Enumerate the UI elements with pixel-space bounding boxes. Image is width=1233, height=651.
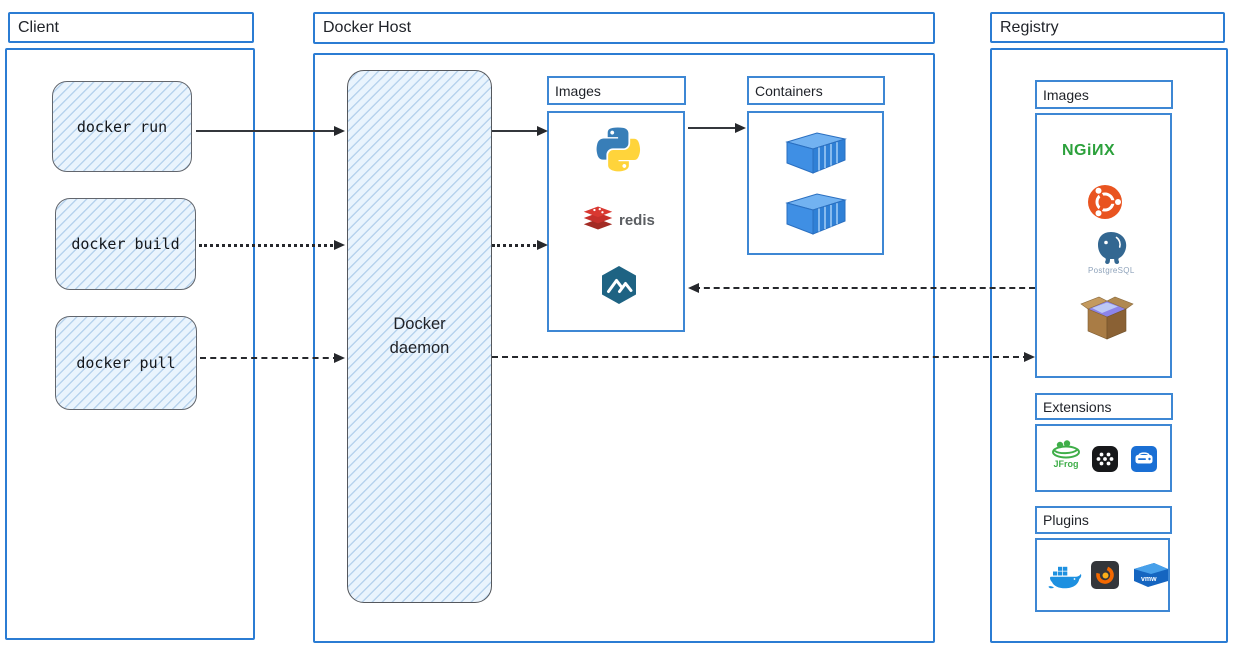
busybox-icon xyxy=(1080,294,1134,340)
plugins-title: Plugins xyxy=(1043,512,1089,528)
docker-host-title-box: Docker Host xyxy=(313,12,935,44)
extensions-box: JFrog xyxy=(1035,424,1172,492)
docker-build-label: docker build xyxy=(71,235,180,253)
container-icon xyxy=(785,130,847,174)
containers-title: Containers xyxy=(755,82,823,99)
postgresql-wordmark: PostgreSQL xyxy=(1088,266,1135,275)
arrow-daemon-to-images-run xyxy=(492,124,548,138)
arrow-registry-to-images xyxy=(688,281,1035,295)
registry-images-title: Images xyxy=(1043,86,1089,103)
alpine-icon xyxy=(598,264,640,306)
grafana-icon xyxy=(1091,561,1119,589)
plugins-title-box: Plugins xyxy=(1035,506,1172,534)
container-icon xyxy=(785,191,847,235)
docker-run-label: docker run xyxy=(76,117,168,136)
extensions-title: Extensions xyxy=(1043,398,1112,415)
registry-images-box: NGiИX PostgreSQL xyxy=(1035,113,1172,378)
client-title-box: Client xyxy=(8,12,254,43)
docker-build-node: docker build xyxy=(55,198,196,290)
python-icon xyxy=(594,125,642,173)
vmware-icon: vmw xyxy=(1130,561,1170,589)
plugins-box: vmw xyxy=(1035,538,1170,612)
postgresql-icon: PostgreSQL xyxy=(1088,230,1135,275)
host-images-title-box: Images xyxy=(547,76,686,105)
containers-box xyxy=(747,111,884,255)
jfrog-wordmark: JFrog xyxy=(1053,459,1079,469)
vmware-wordmark: vmw xyxy=(1141,576,1157,583)
nginx-wordmark: NGiИX xyxy=(1062,142,1116,159)
arrow-daemon-to-images-build xyxy=(492,238,548,252)
redis-wordmark: redis xyxy=(619,212,655,229)
docker-daemon-node: Docker daemon xyxy=(347,70,492,603)
ubuntu-icon xyxy=(1087,184,1123,220)
redis-icon xyxy=(582,204,614,237)
containers-title-box: Containers xyxy=(747,76,885,105)
jfrog-icon: JFrog xyxy=(1050,437,1082,469)
registry-title-box: Registry xyxy=(990,12,1225,43)
host-images-box: redis xyxy=(547,111,685,332)
client-title: Client xyxy=(18,18,59,36)
arrow-build-to-daemon xyxy=(199,238,345,252)
redis-image-item: redis xyxy=(582,204,655,237)
arrow-run-to-daemon xyxy=(196,124,345,138)
arrow-images-to-containers xyxy=(688,121,746,135)
extensions-title-box: Extensions xyxy=(1035,393,1173,420)
registry-images-title-box: Images xyxy=(1035,80,1173,109)
docker-pull-node: docker pull xyxy=(55,316,197,410)
docker-run-node: docker run xyxy=(52,81,192,172)
registry-title: Registry xyxy=(1000,18,1059,36)
docker-daemon-label: Docker daemon xyxy=(389,314,450,357)
arrow-pull-to-daemon xyxy=(200,351,345,365)
docker-whale-icon xyxy=(1047,562,1083,590)
dots-grid-icon xyxy=(1092,446,1118,472)
host-images-title: Images xyxy=(555,82,601,99)
docker-host-title: Docker Host xyxy=(323,19,412,36)
arrow-daemon-to-registry xyxy=(492,350,1035,364)
nas-icon xyxy=(1131,446,1157,472)
docker-pull-label: docker pull xyxy=(76,354,176,372)
